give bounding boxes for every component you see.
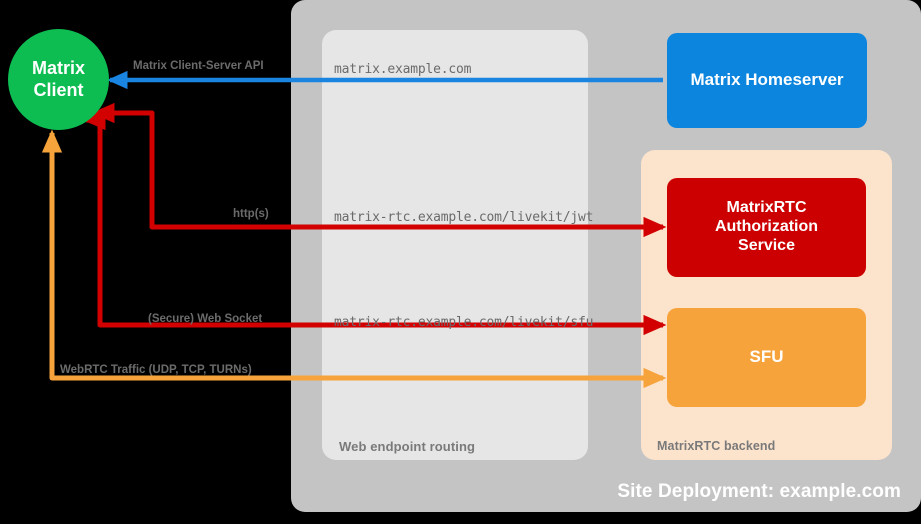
matrixrtc-auth-label-line3: Service	[738, 236, 795, 254]
matrixrtc-auth-label-line1: MatrixRTC	[726, 199, 807, 217]
matrixrtc-auth-label-line2: Authorization	[714, 218, 819, 236]
edge-label-secure-websocket: (Secure) Web Socket	[148, 313, 263, 325]
node-matrixrtc-authorization-service[interactable]: MatrixRTC Authorization Service	[667, 178, 866, 277]
web-endpoint-routing-panel	[322, 30, 588, 460]
edge-label-http-jwt: http(s)	[233, 208, 269, 220]
endpoint-url-livekit-jwt: matrix-rtc.example.com/livekit/jwt	[334, 210, 594, 225]
node-matrix-homeserver[interactable]: Matrix Homeserver	[667, 33, 867, 128]
site-deployment-label: Site Deployment: example.com	[617, 481, 901, 502]
matrixrtc-backend-label: MatrixRTC backend	[657, 439, 776, 453]
node-sfu[interactable]: SFU	[667, 308, 866, 407]
edge-label-webrtc-traffic: WebRTC Traffic (UDP, TCP, TURNs)	[60, 364, 252, 376]
matrix-client-label-line1: Matrix	[31, 58, 85, 79]
endpoint-url-livekit-sfu: matrix-rtc.example.com/livekit/sfu	[334, 315, 594, 330]
edge-label-matrix-client-server-api: Matrix Client-Server API	[133, 60, 264, 72]
matrix-homeserver-label: Matrix Homeserver	[690, 70, 844, 90]
matrix-client-label-line2: Client	[33, 79, 84, 100]
endpoint-url-matrix: matrix.example.com	[334, 62, 472, 77]
sfu-label: SFU	[749, 347, 784, 367]
web-endpoint-routing-label: Web endpoint routing	[339, 439, 476, 454]
node-matrix-client[interactable]: Matrix Client	[8, 29, 109, 130]
